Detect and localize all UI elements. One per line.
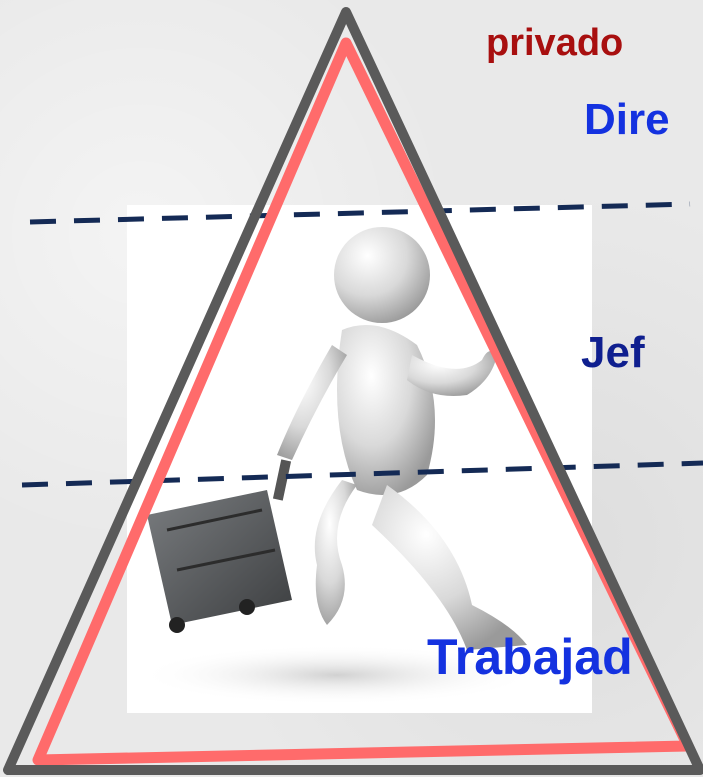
director-level-label: Dire [584, 95, 670, 145]
private-sector-label: privado [486, 22, 623, 65]
divider-top [30, 204, 690, 222]
worker-level-label: Trabajad [427, 628, 633, 686]
divider-bottom [22, 463, 703, 485]
jefe-level-label: Jef [581, 328, 645, 378]
